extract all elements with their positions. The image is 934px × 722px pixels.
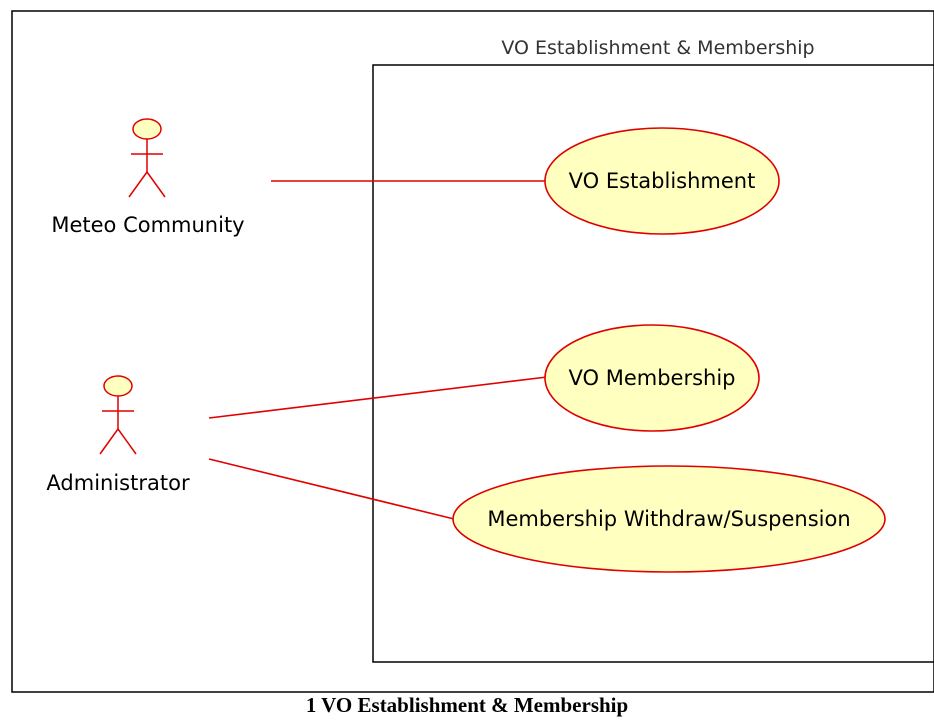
- actor-figure-icon: [99, 396, 137, 455]
- actor-head-icon: [132, 118, 162, 140]
- use-case-membership-withdraw-suspension: Membership Withdraw/Suspension: [452, 465, 886, 573]
- actor-label: Meteo Community: [51, 213, 244, 237]
- use-case-vo-membership: VO Membership: [544, 324, 760, 432]
- association-admin-uc3: [208, 458, 455, 520]
- use-case-label: VO Membership: [569, 366, 736, 390]
- diagram-frame: [11, 10, 934, 693]
- figure-caption: 1 VO Establishment & Membership: [305, 693, 629, 717]
- system-boundary-title: VO Establishment & Membership: [501, 37, 814, 59]
- system-boundary: [372, 64, 934, 663]
- use-case-ellipse: [544, 127, 780, 235]
- actor-label: Administrator: [46, 471, 190, 495]
- use-case-label: VO Establishment: [569, 169, 756, 193]
- use-case-vo-establishment: VO Establishment: [544, 127, 780, 235]
- use-case-ellipse: [452, 465, 886, 573]
- use-case-label: Membership Withdraw/Suspension: [487, 507, 850, 531]
- actor-meteo-community: Meteo Community: [51, 118, 245, 237]
- association-admin-uc2: [208, 376, 548, 419]
- actor-figure-icon: [128, 139, 166, 198]
- actor-head-icon: [103, 375, 133, 397]
- actor-administrator: Administrator: [46, 375, 190, 495]
- use-case-ellipse: [544, 324, 760, 432]
